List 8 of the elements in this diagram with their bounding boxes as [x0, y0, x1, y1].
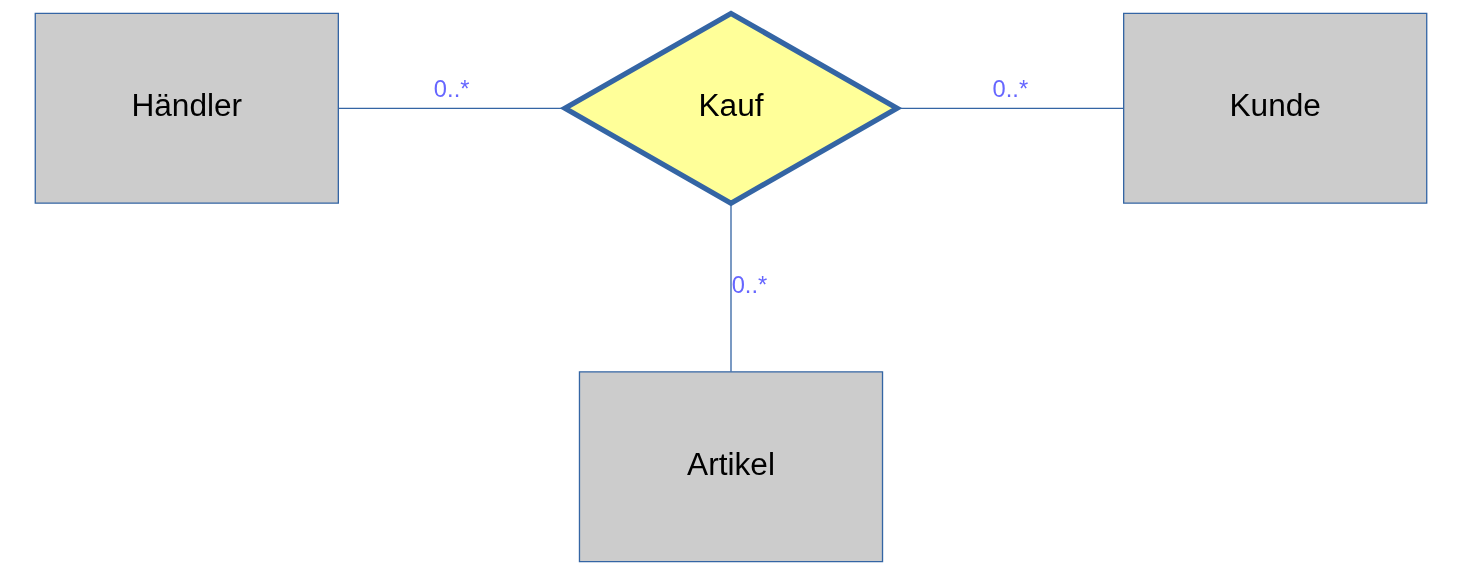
edge-label: 0..*: [433, 75, 469, 102]
node-box: Artikel: [578, 371, 883, 563]
node-box: Händler: [34, 12, 339, 204]
connector: [729, 202, 732, 373]
node-diamond: Kauf: [559, 10, 902, 207]
edge-label: 0..*: [731, 272, 767, 299]
edge-label: 0..*: [992, 75, 1028, 102]
node-box: Kunde: [1122, 12, 1427, 204]
